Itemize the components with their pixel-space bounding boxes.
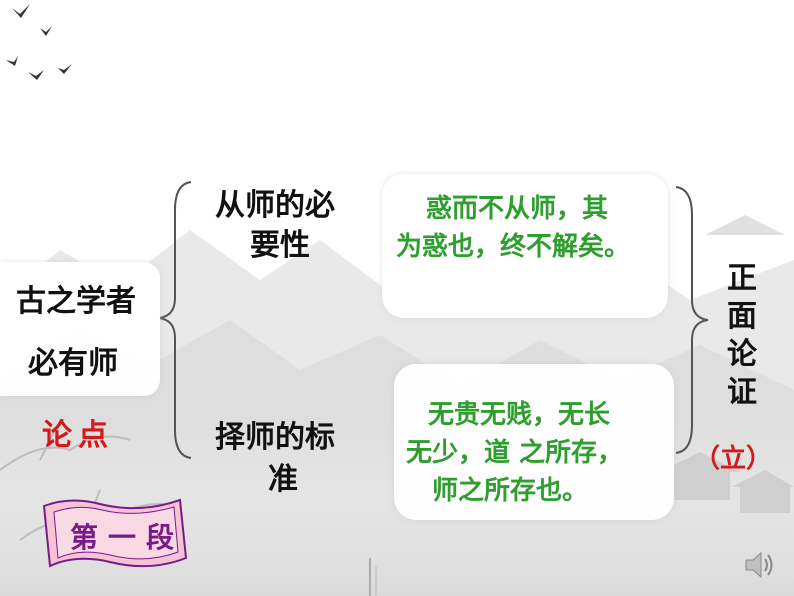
- left-brace: [158, 181, 192, 459]
- branch-2-quote-box: [394, 364, 674, 520]
- branch-1-title-line-1: 从师的必: [215, 188, 335, 223]
- branch-2-title-line-1: 择师的标: [215, 420, 335, 455]
- argument-char-1: 正: [727, 261, 757, 296]
- bird-icon: [6, 4, 72, 80]
- thesis-box: [0, 262, 160, 396]
- branch-1-title-line-2: 要性: [250, 228, 310, 263]
- branch-2-quote-line-1: 无贵无贱，无长: [428, 400, 611, 430]
- branch-1-quote-line-2: 为惑也，终不解矣。: [396, 232, 631, 262]
- argument-char-3: 论: [727, 337, 757, 372]
- thesis-label: 论点: [42, 418, 114, 453]
- right-brace: [675, 186, 709, 454]
- argument-char-2: 面: [727, 299, 757, 334]
- section-banner: [42, 498, 188, 568]
- branch-1-quote-box: [382, 174, 668, 318]
- branch-1-quote-line-1: 惑而不从师，其: [426, 194, 609, 224]
- thesis-line-1: 古之学者: [16, 284, 136, 319]
- speaker-icon[interactable]: [742, 548, 776, 582]
- argument-tag: （立）: [694, 444, 773, 474]
- branch-2-quote-line-3: 师之所存也。: [432, 476, 589, 506]
- thesis-line-2: 必有师: [28, 346, 118, 381]
- branch-2-quote-line-2: 无少，道 之所存，: [406, 438, 624, 468]
- section-label: 第一段: [70, 521, 185, 554]
- argument-char-4: 证: [727, 375, 757, 410]
- branch-2-title-line-2: 准: [268, 462, 298, 497]
